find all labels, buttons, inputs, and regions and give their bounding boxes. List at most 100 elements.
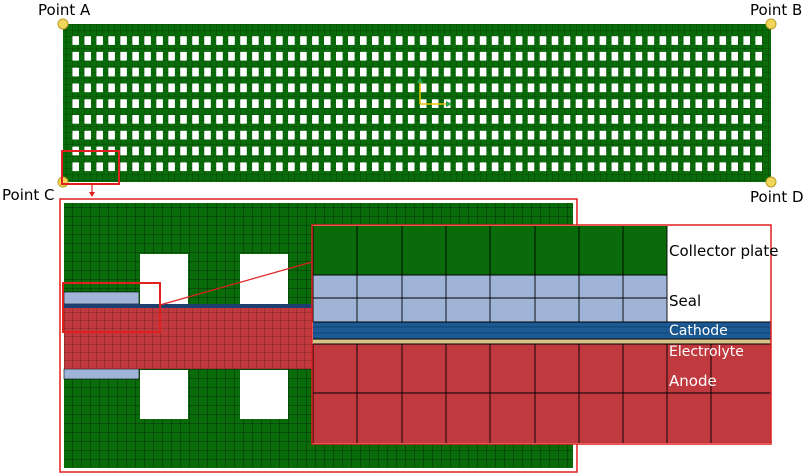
- overview-hole: [443, 36, 451, 45]
- overview-hole: [348, 36, 355, 45]
- overview-hole: [144, 83, 151, 93]
- overview-hole: [647, 67, 655, 77]
- overview-hole: [647, 146, 655, 156]
- overview-hole: [372, 162, 379, 172]
- overview-hole: [431, 51, 439, 61]
- overview-hole: [144, 146, 151, 156]
- overview-hole: [324, 83, 331, 93]
- overview-hole: [108, 162, 115, 172]
- overview-hole: [407, 67, 415, 77]
- overview-hole: [671, 67, 679, 77]
- overview-hole: [395, 99, 403, 108]
- overview-hole: [431, 130, 439, 140]
- overview-hole: [228, 83, 235, 93]
- overview-hole: [599, 51, 607, 61]
- overview-hole: [611, 67, 619, 77]
- overview-hole: [443, 83, 451, 93]
- overview-hole: [491, 83, 499, 93]
- overview-hole: [312, 99, 319, 108]
- overview-hole: [611, 115, 619, 124]
- overview-hole: [72, 99, 79, 108]
- overview-hole: [719, 83, 727, 93]
- overview-hole: [407, 115, 415, 124]
- overview-hole: [659, 162, 667, 172]
- overview-hole: [180, 146, 187, 156]
- overview-hole: [527, 115, 535, 124]
- overview-hole: [491, 51, 499, 61]
- overview-hole: [659, 115, 667, 124]
- overview-hole: [72, 36, 79, 45]
- overview-hole: [168, 83, 175, 93]
- overview-hole: [336, 67, 343, 77]
- overview-hole: [623, 115, 631, 124]
- overview-hole: [491, 115, 499, 124]
- overview-hole: [300, 99, 307, 108]
- overview-hole: [671, 115, 679, 124]
- overview-hole: [300, 130, 307, 140]
- overview-hole: [120, 67, 127, 77]
- overview-hole: [575, 51, 583, 61]
- overview-hole: [312, 36, 319, 45]
- overview-hole: [240, 99, 247, 108]
- overview-hole: [683, 115, 691, 124]
- overview-hole: [372, 130, 379, 140]
- inset-electrolyte-layer: [313, 339, 771, 344]
- overview-hole: [264, 83, 271, 93]
- overview-hole: [731, 51, 738, 61]
- overview-channel-holes: [72, 36, 762, 172]
- overview-hole: [743, 115, 750, 124]
- overview-hole: [383, 36, 391, 45]
- overview-hole: [611, 162, 619, 172]
- overview-hole: [503, 83, 511, 93]
- zoom-channel-hole: [240, 254, 288, 304]
- overview-hole: [479, 162, 487, 172]
- overview-hole: [407, 146, 415, 156]
- overview-hole: [599, 99, 607, 108]
- overview-hole: [276, 36, 283, 45]
- overview-hole: [707, 51, 715, 61]
- overview-hole: [743, 67, 750, 77]
- overview-hole: [204, 146, 211, 156]
- overview-hole: [216, 83, 223, 93]
- overview-hole: [731, 130, 738, 140]
- overview-hole: [120, 36, 127, 45]
- overview-hole: [683, 67, 691, 77]
- overview-hole: [132, 146, 139, 156]
- overview-hole: [192, 162, 199, 172]
- overview-hole: [563, 83, 571, 93]
- overview-hole: [395, 83, 403, 93]
- overview-hole: [743, 99, 750, 108]
- overview-hole: [288, 146, 295, 156]
- overview-hole: [683, 146, 691, 156]
- overview-hole: [635, 146, 643, 156]
- overview-hole: [168, 146, 175, 156]
- overview-hole: [168, 51, 175, 61]
- overview-hole: [455, 146, 463, 156]
- overview-hole: [192, 146, 199, 156]
- axis-triad-icon: [417, 77, 452, 107]
- overview-hole: [156, 83, 163, 93]
- overview-hole: [264, 51, 271, 61]
- overview-hole: [144, 99, 151, 108]
- overview-hole: [216, 36, 223, 45]
- overview-hole: [467, 146, 475, 156]
- overview-hole: [635, 115, 643, 124]
- overview-hole: [407, 36, 415, 45]
- overview-hole: [755, 67, 762, 77]
- inset-mesh-lines: [312, 226, 772, 443]
- overview-hole: [84, 99, 91, 108]
- overview-hole: [395, 162, 403, 172]
- overview-hole: [683, 36, 691, 45]
- overview-hole: [252, 162, 259, 172]
- overview-hole: [443, 146, 451, 156]
- overview-hole: [623, 83, 631, 93]
- overview-hole: [443, 162, 451, 172]
- overview-hole: [575, 36, 583, 45]
- overview-hole: [360, 83, 367, 93]
- overview-hole: [96, 162, 103, 172]
- overview-hole: [455, 115, 463, 124]
- overview-hole: [228, 99, 235, 108]
- overview-hole: [360, 67, 367, 77]
- overview-hole: [755, 146, 762, 156]
- overview-hole: [731, 99, 738, 108]
